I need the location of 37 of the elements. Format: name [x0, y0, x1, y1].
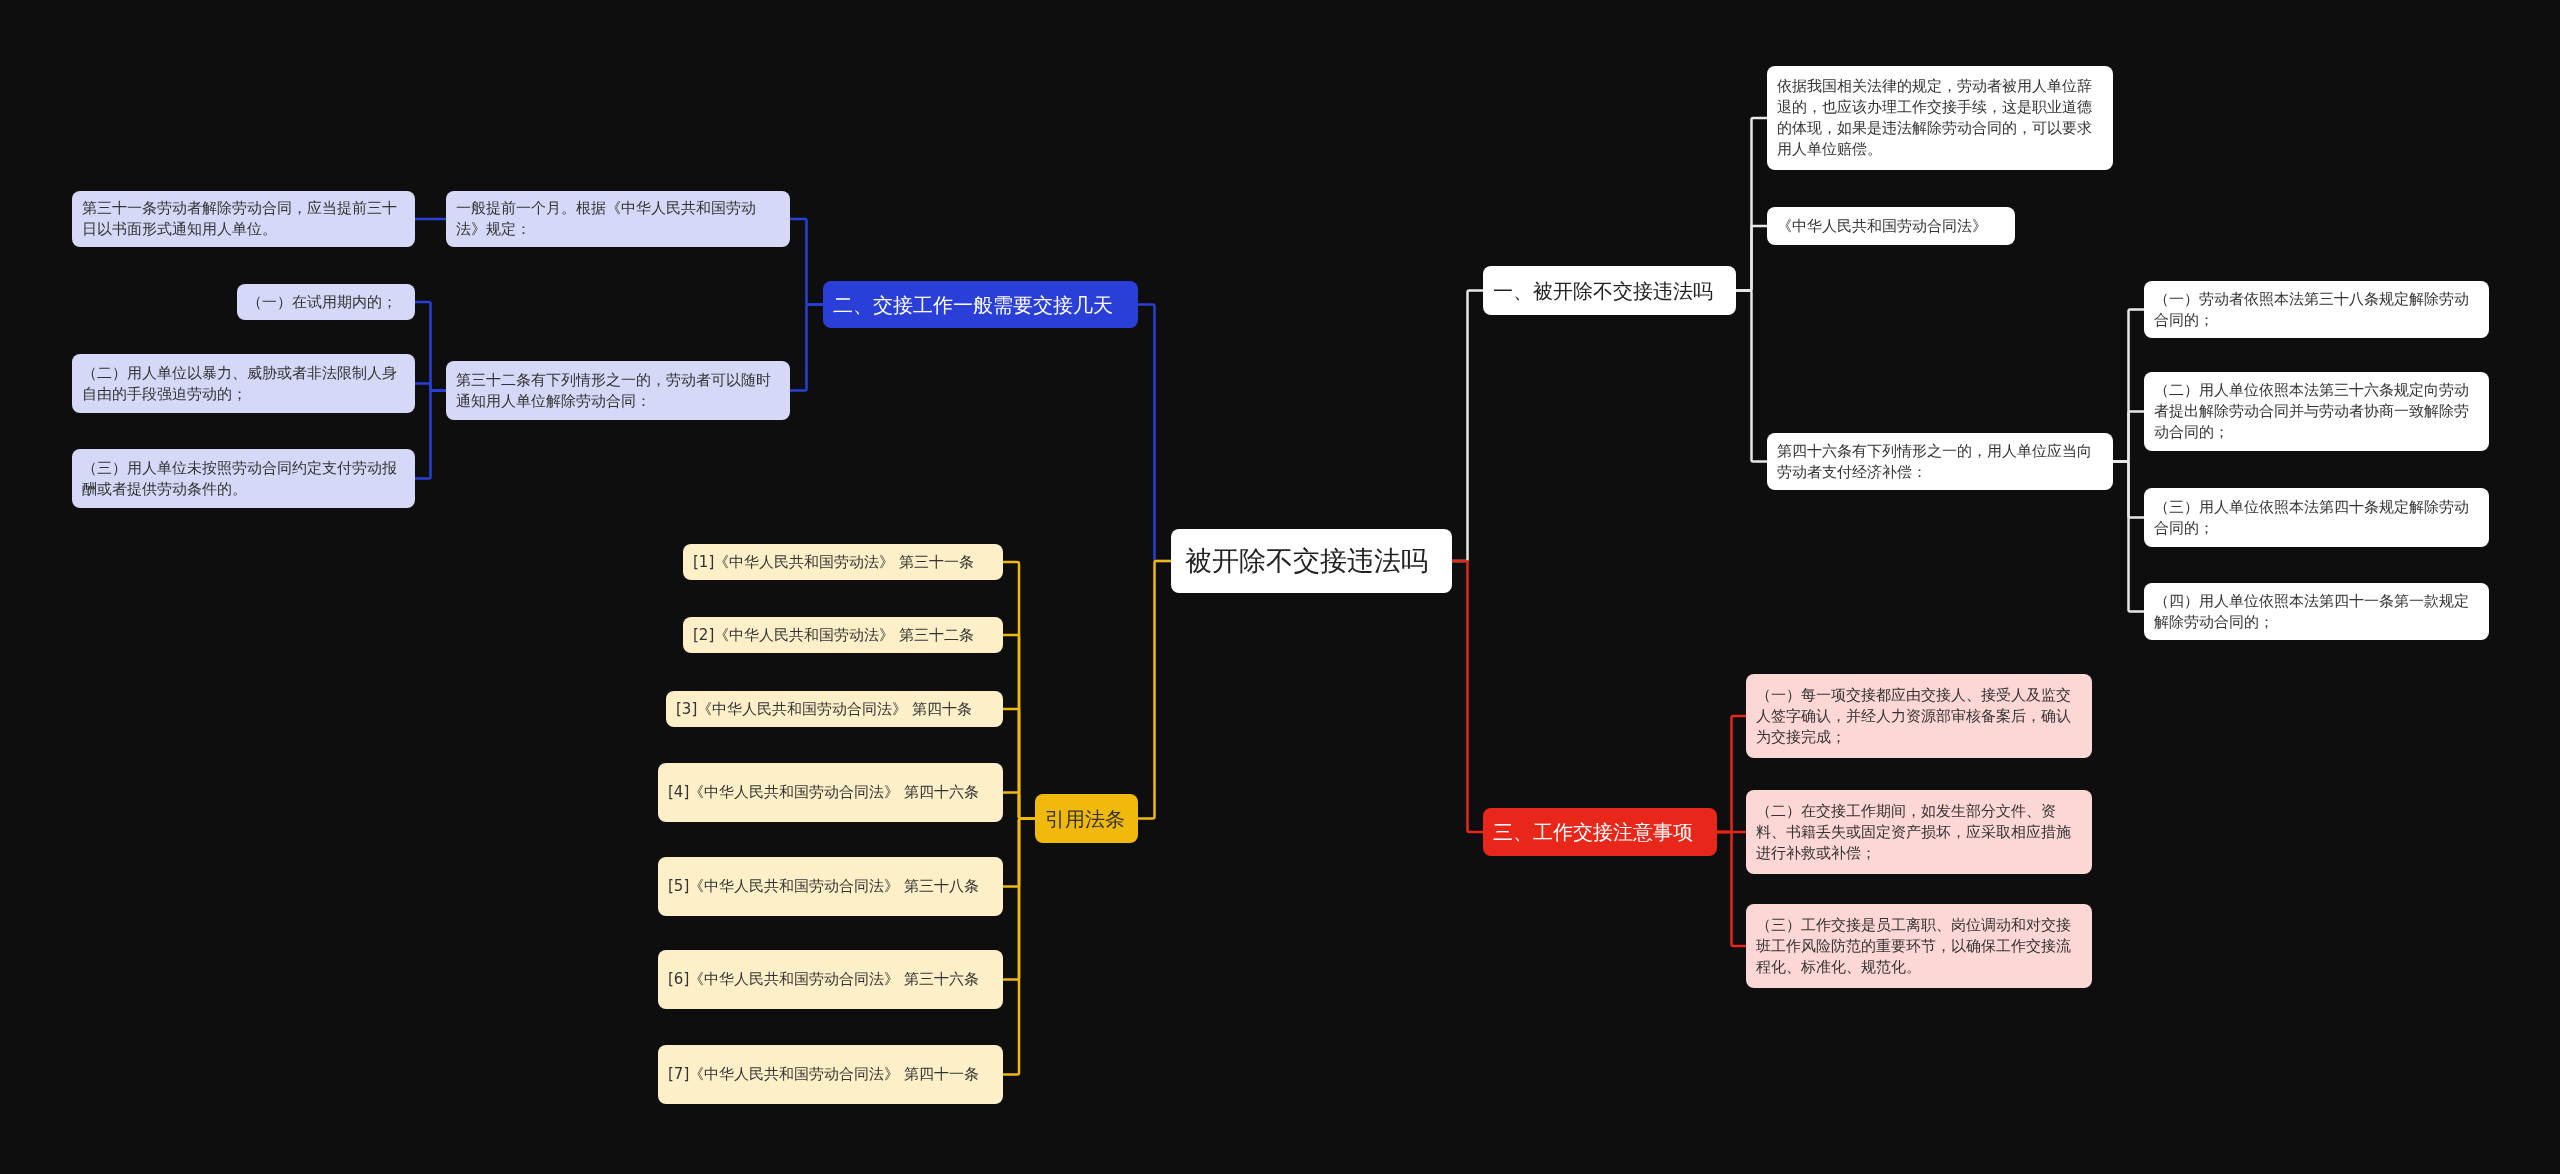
leaf-topic: 第四十六条有下列情形之一的，用人单位应当向劳动者支付经济补偿：: [1767, 433, 2113, 490]
leaf-topic: （二）用人单位以暴力、威胁或者非法限制人身自由的手段强迫劳动的；: [72, 354, 415, 413]
connector-line: [789, 303, 824, 392]
leaf-topic: 《中华人民共和国劳动合同法》: [1767, 207, 2015, 245]
leaf-topic: [5]《中华人民共和国劳动合同法》 第三十八条: [658, 857, 1003, 916]
leaf-topic: （二）用人单位依照本法第三十六条规定向劳动者提出解除劳动合同并与劳动者协商一致解除劳动合同的；: [2144, 372, 2489, 451]
leaf-topic: 依据我国相关法律的规定，劳动者被用人单位辞退的，也应该办理工作交接手续，这是职业道德的体现，如果是违法解除劳动合同的，可以要求用人单位赔偿。: [1767, 66, 2113, 170]
branch-topic: 二、交接工作一般需要交接几天: [823, 281, 1138, 328]
leaf-topic: 第三十二条有下列情形之一的，劳动者可以随时通知用人单位解除劳动合同：: [446, 361, 790, 420]
leaf-topic: 第三十一条劳动者解除劳动合同，应当提前三十日以书面形式通知用人单位。: [72, 191, 415, 247]
connector-line: [1137, 559, 1172, 820]
connector-line: [414, 389, 447, 480]
leaf-topic: （二）在交接工作期间，如发生部分文件、资料、书籍丢失或固定资产损坏，应采取相应措施进行补救或补偿；: [1746, 790, 2092, 874]
central-topic: 被开除不交接违法吗: [1171, 529, 1452, 593]
leaf-topic: （三）用人单位依照本法第四十条规定解除劳动合同的；: [2144, 488, 2489, 547]
leaf-topic: （一）在试用期内的；: [237, 284, 415, 320]
leaf-topic: 一般提前一个月。根据《中华人民共和国劳动法》规定：: [446, 191, 790, 247]
connector-line: [1716, 830, 1747, 948]
leaf-topic: [6]《中华人民共和国劳动合同法》 第三十六条: [658, 950, 1003, 1009]
leaf-topic: （三）工作交接是员工离职、岗位调动和对交接班工作风险防范的重要环节，以确保工作交接流程化、标准化、规范化。: [1746, 904, 2092, 988]
connector-line: [2112, 460, 2145, 613]
connector-line: [415, 217, 446, 221]
leaf-topic: [4]《中华人民共和国劳动合同法》 第四十六条: [658, 763, 1003, 822]
branch-topic: 引用法条: [1035, 794, 1138, 843]
leaf-topic: [3]《中华人民共和国劳动合同法》 第四十条: [666, 691, 1003, 727]
leaf-topic: [1]《中华人民共和国劳动法》 第三十一条: [683, 544, 1003, 580]
leaf-topic: （一）每一项交接都应由交接人、接受人及监交人签字确认，并经人力资源部审核备案后，确认为交接完成；: [1746, 674, 2092, 758]
connector-line: [1735, 289, 1768, 463]
leaf-topic: （一）劳动者依照本法第三十八条规定解除劳动合同的；: [2144, 281, 2489, 338]
leaf-topic: [2]《中华人民共和国劳动法》 第三十二条: [683, 617, 1003, 653]
connector-line: [1451, 559, 1484, 834]
leaf-topic: [7]《中华人民共和国劳动合同法》 第四十一条: [658, 1045, 1003, 1104]
leaf-topic: （三）用人单位未按照劳动合同约定支付劳动报酬或者提供劳动条件的。: [72, 449, 415, 508]
branch-topic: 一、被开除不交接违法吗: [1483, 266, 1736, 315]
leaf-topic: （四）用人单位依照本法第四十一条第一款规定解除劳动合同的；: [2144, 583, 2489, 640]
branch-topic: 三、工作交接注意事项: [1483, 808, 1717, 856]
connector-line: [1002, 817, 1036, 1076]
